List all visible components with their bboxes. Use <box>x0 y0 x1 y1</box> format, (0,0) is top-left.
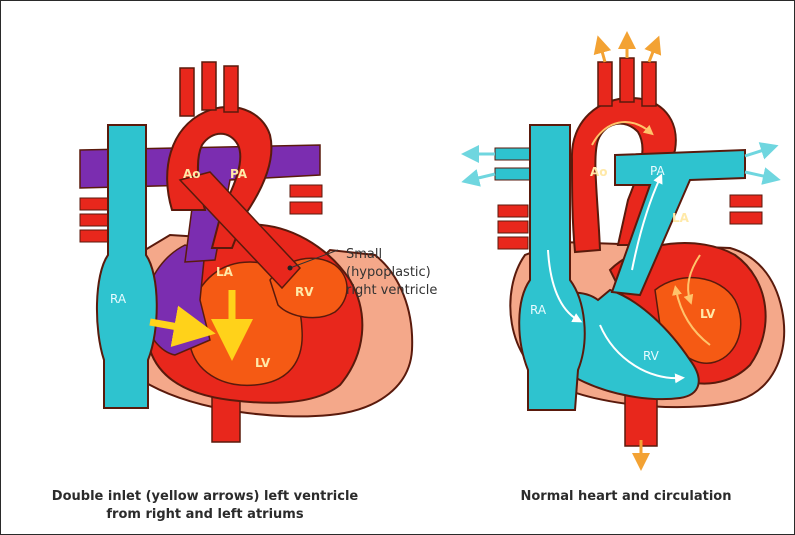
right-branch-arrow-1 <box>600 44 605 62</box>
left-aorta-branch-2 <box>202 62 216 110</box>
left-annotation-line3: right ventricle <box>346 283 437 298</box>
left-label-ao: Ao <box>183 167 201 181</box>
left-red-stub-4 <box>290 185 322 197</box>
right-branch-arrow-3 <box>649 44 656 62</box>
left-caption-line2: from right and left atriums <box>106 507 303 522</box>
left-red-stub-5 <box>290 202 322 214</box>
left-aorta-branch-3 <box>224 66 238 112</box>
right-label-rv: RV <box>643 349 660 363</box>
right-aorta-branch-2 <box>620 58 634 102</box>
left-red-stub-1 <box>80 198 110 210</box>
right-red-stub-3 <box>498 237 528 249</box>
left-annotation-dot <box>288 266 293 271</box>
right-red-stub-4 <box>730 195 762 207</box>
left-annotation-line1: Small <box>346 247 382 262</box>
left-label-rv: RV <box>295 285 314 299</box>
right-cyan-arrow-4 <box>745 172 772 178</box>
left-aorta-branch-1 <box>180 68 194 116</box>
left-label-la: LA <box>216 265 234 279</box>
right-label-ao: Ao <box>590 165 608 179</box>
right-label-la: LA <box>672 211 690 225</box>
right-aorta-branch-1 <box>598 62 612 106</box>
right-heart-diagram: Ao PA LA LV RA RV Normal heart and circu… <box>470 40 784 504</box>
left-label-pa: PA <box>230 167 248 181</box>
right-cyan-arrow-3 <box>745 148 770 156</box>
left-caption-line1: Double inlet (yellow arrows) left ventri… <box>52 489 359 504</box>
left-label-ra: RA <box>110 292 127 306</box>
right-label-pa: PA <box>650 164 665 178</box>
left-annotation-line2: (hypoplastic) <box>346 265 431 280</box>
right-red-stub-2 <box>498 221 528 233</box>
right-pa-branch-left-2 <box>495 168 530 180</box>
right-caption: Normal heart and circulation <box>521 489 732 504</box>
left-label-lv: LV <box>255 356 271 370</box>
right-red-stub-5 <box>730 212 762 224</box>
right-aorta-branch-3 <box>642 62 656 106</box>
right-label-lv: LV <box>700 307 716 321</box>
right-cyan-arrow-2 <box>470 174 495 180</box>
left-red-stub-2 <box>80 214 110 226</box>
left-heart-diagram: Ao PA LA RV LV RA Small (hypoplastic) ri… <box>52 62 438 522</box>
right-pa-branch-left <box>495 148 530 160</box>
left-red-stub-3 <box>80 230 110 242</box>
right-label-ra: RA <box>530 303 547 317</box>
right-red-stub-1 <box>498 205 528 217</box>
